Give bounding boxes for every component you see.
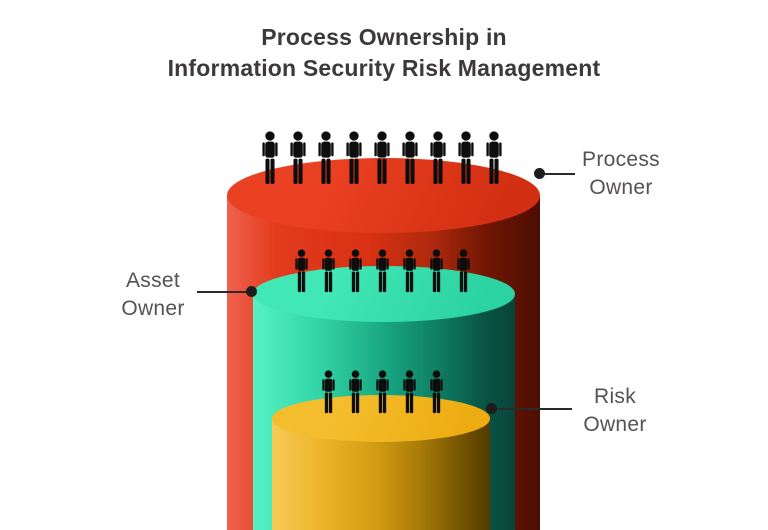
process-owner-callout-line <box>545 173 575 175</box>
process-owner-callout-dot <box>534 168 545 179</box>
title-line-2: Information Security Risk Management <box>167 55 601 81</box>
process-owner-label-line1: Process <box>582 148 660 171</box>
title-line-1: Process Ownership in <box>261 24 507 50</box>
risk-owner-label: Risk Owner <box>571 383 659 439</box>
person-icon <box>322 370 335 414</box>
asset-owner-callout-dot <box>246 286 257 297</box>
person-icon <box>486 131 502 184</box>
risk-owner-callout-dot <box>486 403 497 414</box>
asset-owner-label-line1: Asset <box>125 269 181 292</box>
person-icon <box>458 131 474 184</box>
page-title: Process Ownership in Information Securit… <box>0 22 768 84</box>
risk-owner-label-line2: Owner <box>583 413 647 436</box>
person-icon <box>430 370 443 414</box>
person-icon <box>290 131 306 184</box>
person-icon <box>318 131 334 184</box>
asset-owner-label-line2: Owner <box>121 297 185 320</box>
person-icon <box>430 249 443 293</box>
process-owner-label-line2: Owner <box>589 176 653 199</box>
person-icon <box>295 249 308 293</box>
person-icon <box>322 249 335 293</box>
risk-owner-label-line1: Risk <box>593 385 637 408</box>
person-icon <box>349 249 362 293</box>
person-icon <box>402 131 418 184</box>
asset-people-row <box>295 248 470 294</box>
person-icon <box>430 131 446 184</box>
risk-people-row <box>322 369 443 415</box>
process-people-row <box>262 130 502 186</box>
risk-owner-callout-line <box>498 408 572 410</box>
person-icon <box>349 370 362 414</box>
person-icon <box>403 249 416 293</box>
person-icon <box>376 249 389 293</box>
asset-owner-callout-line <box>197 291 249 293</box>
person-icon <box>403 370 416 414</box>
person-icon <box>262 131 278 184</box>
person-icon <box>457 249 470 293</box>
person-icon <box>376 370 389 414</box>
person-icon <box>374 131 390 184</box>
person-icon <box>346 131 362 184</box>
process-owner-label: Process Owner <box>571 146 671 202</box>
asset-owner-label: Asset Owner <box>106 267 200 323</box>
